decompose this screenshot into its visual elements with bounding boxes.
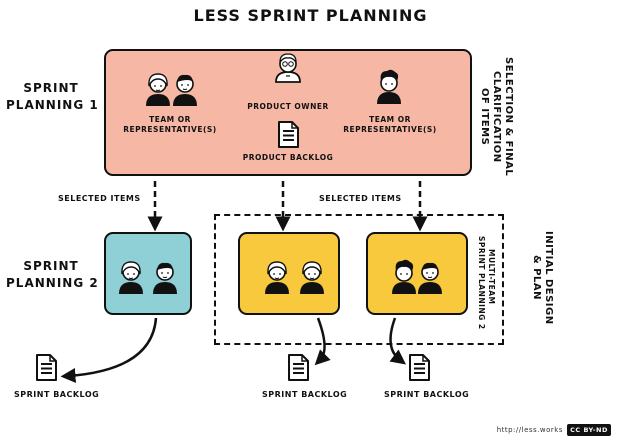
multi-team-frame (214, 214, 504, 345)
selection-line3: of Items (479, 88, 490, 146)
multi-team-line2: Sprint Planning 2 (477, 236, 486, 330)
sprint-backlog-doc-icon (409, 354, 430, 381)
initial-design-label: Initial Design & Plan (530, 222, 554, 334)
multi-team-label: Multi-Team Sprint Planning 2 (476, 236, 496, 330)
diagram-title: LeSS Sprint Planning (193, 6, 428, 25)
team-right-line1: Team or (369, 115, 411, 124)
team-right-label: Team or Representative(s) (340, 115, 440, 135)
selection-clarification-label: Selection & Final Clarification of Items (478, 52, 514, 182)
selection-line1: Selection & Final (503, 57, 514, 177)
to-sprint-backlog-arrow (314, 317, 331, 366)
sprint-backlog-doc-icon (288, 354, 309, 381)
sprint-backlog-label-1: Sprint Backlog (14, 390, 100, 399)
team-member-icon (299, 261, 325, 295)
footer-url[interactable]: http://less.works (496, 426, 563, 434)
team-member-icon (152, 262, 178, 295)
to-sprint-backlog-arrow (389, 317, 406, 365)
to-sprint-backlog-arrow (60, 317, 158, 383)
team-member-icon (264, 261, 290, 295)
license-badge[interactable]: CC BY-ND (567, 424, 611, 436)
selection-line2: Clarification (491, 71, 502, 163)
sprint-backlog-label-3: Sprint Backlog (384, 390, 470, 399)
sprint-backlog-label-2: Sprint Backlog (262, 390, 348, 399)
sprint-planning-1-line2: Planning 1 (6, 98, 99, 112)
team-right-line2: Representative(s) (343, 125, 437, 134)
team-member-icon (376, 68, 402, 105)
team-member-icon (391, 258, 417, 295)
sprint-planning-1-label: Sprint Planning 1 (6, 80, 99, 114)
team-member-icon (172, 74, 198, 107)
single-team-box (104, 232, 192, 315)
sprint-backlog-doc-icon (36, 354, 57, 381)
sprint-planning-2-label: Sprint Planning 2 (6, 258, 99, 292)
selected-items-label-right: Selected Items (319, 194, 402, 203)
sprint-planning-2-line1: Sprint (23, 259, 79, 273)
team-member-icon (145, 73, 171, 107)
product-owner-icon (275, 53, 301, 83)
multi-team-box-b (366, 232, 468, 315)
team-left-line1: Team or (149, 115, 191, 124)
initial-design-line1: Initial Design (543, 231, 554, 325)
multi-team-line1: Multi-Team (487, 249, 496, 305)
initial-design-line2: & Plan (531, 255, 542, 301)
sprint-planning-1-line1: Sprint (23, 81, 79, 95)
team-member-icon (118, 261, 144, 295)
product-owner-label: Product Owner (247, 102, 329, 111)
team-left-line2: Representative(s) (123, 125, 217, 134)
team-member-icon (417, 262, 443, 295)
team-left-label: Team or Representative(s) (122, 115, 218, 135)
product-backlog-label: Product Backlog (242, 153, 334, 162)
multi-team-box-a (238, 232, 340, 315)
sprint-planning-2-line2: Planning 2 (6, 276, 99, 290)
product-backlog-doc-icon (278, 121, 299, 148)
selected-items-label-left: Selected Items (58, 194, 141, 203)
